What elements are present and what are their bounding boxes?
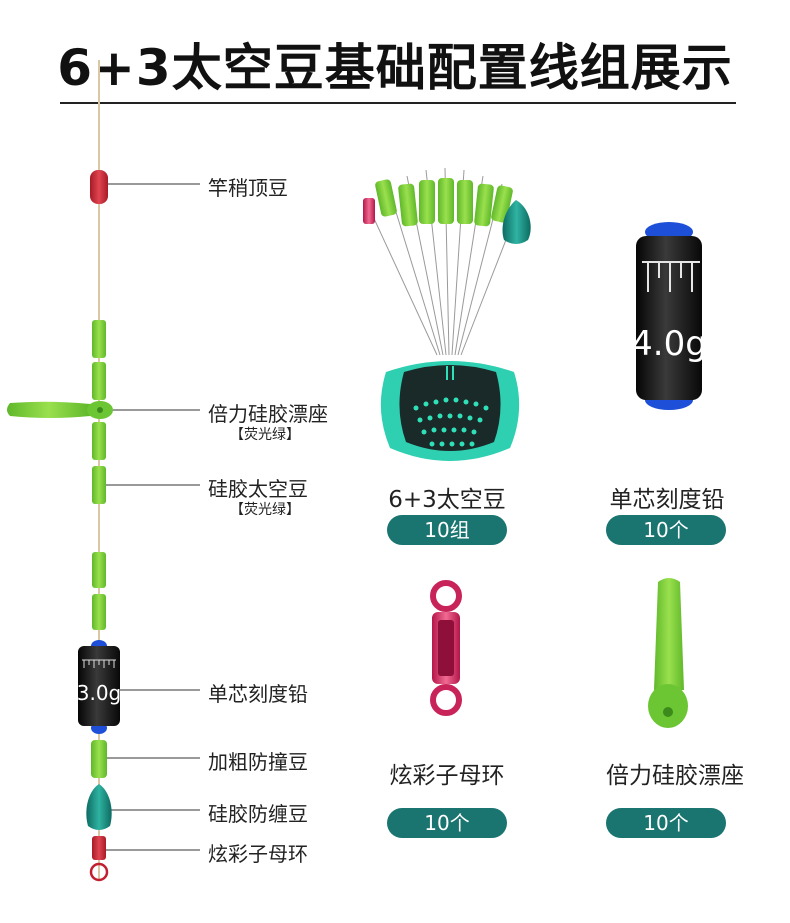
swivel-on-line xyxy=(89,836,109,882)
caption-scale-sinker: 单芯刻度铅 xyxy=(609,487,725,513)
label-float-seat-color: 【荧光绿】 xyxy=(230,427,300,443)
sinker-weight-text: 3.0g xyxy=(77,681,122,705)
thick-bumper-bean-shape xyxy=(91,740,107,778)
caption-swivel-ring: 炫彩子母环 xyxy=(389,763,505,789)
caption-float-seat: 倍力硅胶漂座 xyxy=(606,763,744,789)
swivel-ring-image xyxy=(430,580,462,716)
scale-sinker-image: 4.0g xyxy=(631,222,707,410)
label-anti-tangle-bean: 硅胶防缠豆 xyxy=(208,802,308,826)
float-seat-image xyxy=(648,578,688,728)
label-float-seat: 倍力硅胶漂座 xyxy=(208,402,328,426)
page-title: 6+3太空豆基础配置线组展示 xyxy=(57,39,733,97)
count-badge-space-beans: 10组 xyxy=(387,515,507,545)
title-divider xyxy=(60,102,736,104)
label-rod-tip-bead: 竿稍顶豆 xyxy=(208,176,288,200)
anti-tangle-bean-shape xyxy=(86,784,112,830)
rod-tip-bead-shape xyxy=(90,170,108,204)
sinker-on-line: 3.0g xyxy=(77,640,122,734)
count-badge-scale-sinker: 10个 xyxy=(606,515,726,545)
leader-lines xyxy=(100,183,200,851)
product-sinker-weight-text: 4.0g xyxy=(631,324,707,364)
space-bean-set-image xyxy=(363,167,531,461)
label-silicone-space-bean-color: 【荧光绿】 xyxy=(230,502,300,518)
caption-space-beans: 6+3太空豆 xyxy=(388,487,506,513)
label-thick-bumper-bean: 加粗防撞豆 xyxy=(208,750,308,774)
label-scale-sinker: 单芯刻度铅 xyxy=(208,682,308,706)
float-seat-shape xyxy=(7,401,113,419)
lower-bean-group xyxy=(92,552,106,630)
label-swivel-ring: 炫彩子母环 xyxy=(208,842,308,866)
upper-bean-group xyxy=(92,320,106,504)
count-badge-swivel-ring: 10个 xyxy=(387,808,507,838)
count-badge-float-seat: 10个 xyxy=(606,808,726,838)
label-silicone-space-bean: 硅胶太空豆 xyxy=(208,477,308,501)
